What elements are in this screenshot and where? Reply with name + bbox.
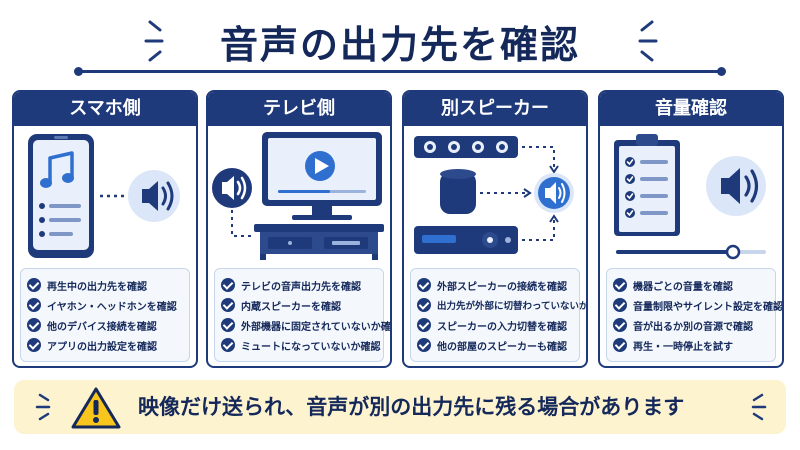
clipboard-icon [614,134,680,236]
panel-volume-check: 音量確認 [598,90,784,368]
check-icon [417,278,431,292]
list-item: 再生中の出力先を確認 [27,275,183,295]
volume-check-illustration [614,134,766,260]
list-item: 他のデバイス接続を確認 [27,315,183,335]
panel-heading: 音量確認 [600,92,782,126]
panel-heading: テレビ側 [208,92,390,126]
list-item: 外部スピーカーの接続を確認 [417,275,573,295]
warning-banner: 映像だけ送られ、音声が別の出力先に残る場合があります [14,380,786,434]
smartphone-illustration [28,134,180,258]
list-item: 他の部屋のスピーカーも確認 [417,335,573,355]
check-icon [27,298,41,312]
title-spark-left-icon [144,20,164,62]
check-icon [613,298,627,312]
panel-external-speaker: 別スピーカー [402,90,588,368]
title-divider [74,67,726,76]
check-icon [27,338,41,352]
volume-slider [616,244,766,260]
checklist-smartphone: 再生中の出力先を確認 イヤホン・ヘッドホンを確認 他のデバイス接続を確認 アプリ… [20,268,190,362]
list-item: 外部機器に固定されていないか確認 [221,315,390,335]
receiver-icon [414,226,518,254]
check-icon [221,278,235,292]
list-item: イヤホン・ヘッドホンを確認 [27,295,183,315]
check-icon [417,298,431,312]
title-area: 音声の出力先を確認 [0,0,800,80]
warning-text: 映像だけ送られ、音声が別の出力先に残る場合があります [138,395,685,419]
list-item: 音が出るか別の音源で確認 [613,315,769,335]
play-icon [305,151,335,181]
check-icon [613,338,627,352]
title-spark-right-icon [638,20,658,62]
warning-spark-right-icon [751,393,767,421]
speaker-icon [212,168,252,208]
speaker-icon [706,156,766,216]
panel-heading: 別スピーカー [404,92,586,126]
check-icon [221,298,235,312]
list-item: 再生・一時停止を試す [613,335,769,355]
checklist-volume-check: 機器ごとの音量を確認 音量制限やサイレント設定を確認 音が出るか別の音源で確認 … [606,268,782,362]
smart-speaker-icon [440,169,476,214]
list-item: 音量制限やサイレント設定を確認 [613,295,782,315]
soundbar-icon [414,136,518,158]
panel-smartphone: スマホ側 再生中の出力先を確認 [12,90,198,368]
page-title: 音声の出力先を確認 [219,23,580,67]
smartphone-icon [28,134,94,258]
check-icon [27,318,41,332]
check-icon [613,318,627,332]
check-icon [221,338,235,352]
list-item: スピーカーの入力切替を確認 [417,315,573,335]
music-note-icon [40,151,74,188]
warning-icon [71,387,121,429]
check-icon [417,338,431,352]
list-item: 出力先が外部に切替わっていないか確認 [417,295,586,315]
warning-spark-left-icon [35,393,51,421]
tv-illustration [212,132,384,260]
list-item: 機器ごとの音量を確認 [613,275,769,295]
external-speaker-illustration [414,136,574,254]
list-item: 内蔵スピーカーを確認 [221,295,377,315]
checklist-external-speaker: 外部スピーカーの接続を確認 出力先が外部に切替わっていないか確認 スピーカーの入… [410,268,586,362]
check-icon [613,278,627,292]
list-item: ミュートになっていないか確認 [221,335,381,355]
tv-stand-icon [254,224,384,260]
speaker-icon [534,173,574,213]
speaker-icon [128,170,180,222]
list-item: アプリの出力設定を確認 [27,335,183,355]
panel-tv: テレビ側 [206,90,392,368]
check-icon [417,318,431,332]
tv-icon [262,132,382,220]
check-icon [221,318,235,332]
list-item: テレビの音声出力先を確認 [221,275,377,295]
checklist-tv: テレビの音声出力先を確認 内蔵スピーカーを確認 外部機器に固定されていないか確認… [214,268,390,362]
check-icon [27,278,41,292]
panel-heading: スマホ側 [14,92,196,126]
